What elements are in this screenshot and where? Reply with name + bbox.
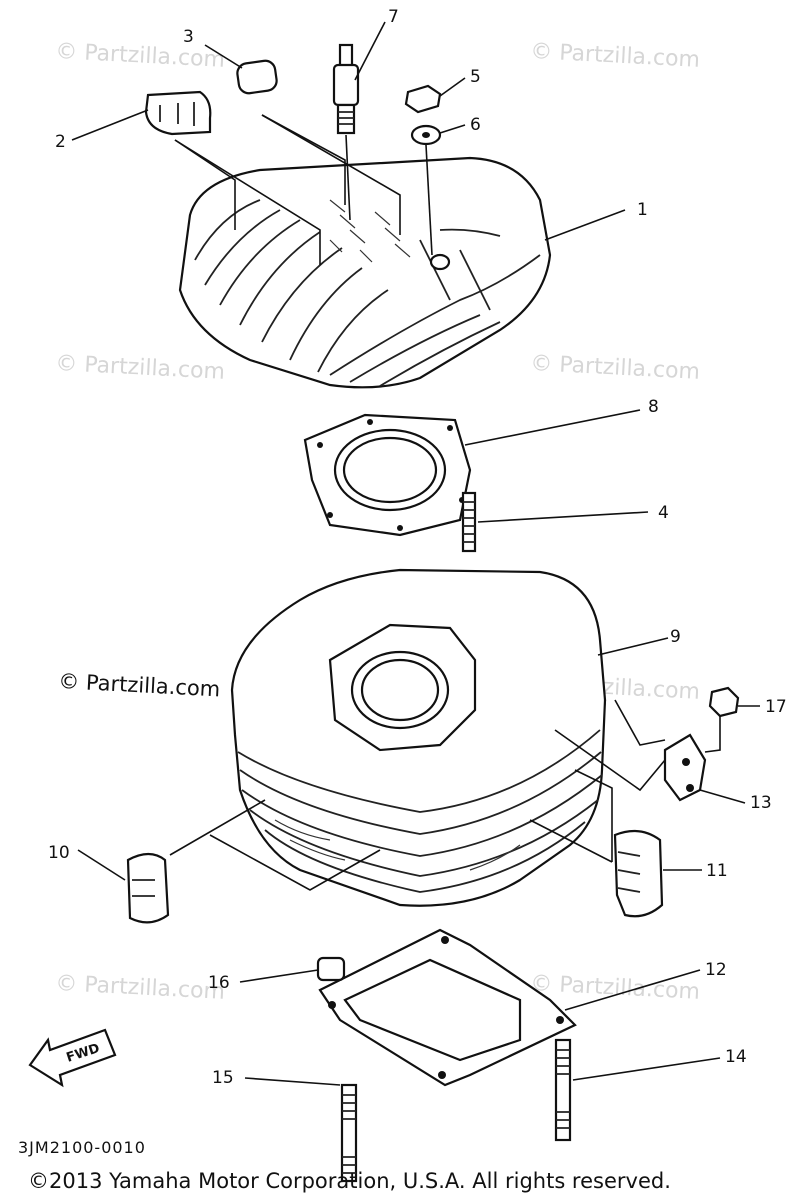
stud-14 (554, 1038, 572, 1142)
callout-11: 11 (706, 861, 728, 881)
leader-lines (71, 21, 760, 1086)
diagram-code: 3JM2100-0010 (18, 1138, 146, 1157)
stud-15 (340, 1083, 358, 1183)
callout-3: 3 (183, 27, 194, 47)
damper-3 (236, 59, 278, 95)
dowel-16 (316, 956, 346, 982)
washer-6 (410, 124, 442, 146)
watermark: © Partzilla.com (55, 39, 226, 73)
callout-4: 4 (658, 503, 669, 523)
watermark-dark: © Partzilla.com (58, 669, 221, 701)
base-gasket (318, 928, 577, 1087)
callout-8: 8 (648, 397, 659, 417)
callout-1: 1 (637, 200, 648, 220)
callout-numbers: 1 2 3 4 5 6 7 8 9 10 11 12 13 14 15 16 1… (48, 7, 787, 1088)
copyright-text: ©2013 Yamaha Motor Corporation, U.S.A. A… (28, 1169, 671, 1193)
cylinder-head (178, 156, 552, 389)
callout-10: 10 (48, 843, 70, 863)
callout-14: 14 (725, 1047, 747, 1067)
callout-7: 7 (388, 7, 399, 27)
callout-2: 2 (55, 132, 66, 152)
callout-16: 16 (208, 973, 230, 993)
watermark: © Partzilla.com (530, 971, 701, 1005)
bracket-13 (663, 733, 707, 802)
callout-9: 9 (670, 627, 681, 647)
nut-17 (708, 686, 740, 718)
stud-4 (461, 491, 477, 553)
damper-11 (613, 829, 664, 918)
callout-6: 6 (470, 115, 481, 135)
cylinder (230, 568, 607, 907)
callout-13: 13 (750, 793, 772, 813)
damper-10 (126, 852, 170, 924)
watermark: © Partzilla.com (55, 351, 226, 385)
watermark: © Partzilla.com (55, 971, 226, 1005)
head-gasket (303, 413, 472, 537)
callout-5: 5 (470, 67, 481, 87)
spark-plug (332, 43, 360, 135)
watermark: © Partzilla.com (530, 39, 701, 73)
nut-5 (404, 84, 442, 114)
callout-15: 15 (212, 1068, 234, 1088)
callout-17: 17 (765, 697, 787, 717)
watermark: © Partzilla.com (530, 351, 701, 385)
fwd-arrow: FWD (28, 1028, 117, 1088)
damper-2 (144, 90, 212, 136)
callout-12: 12 (705, 960, 727, 980)
